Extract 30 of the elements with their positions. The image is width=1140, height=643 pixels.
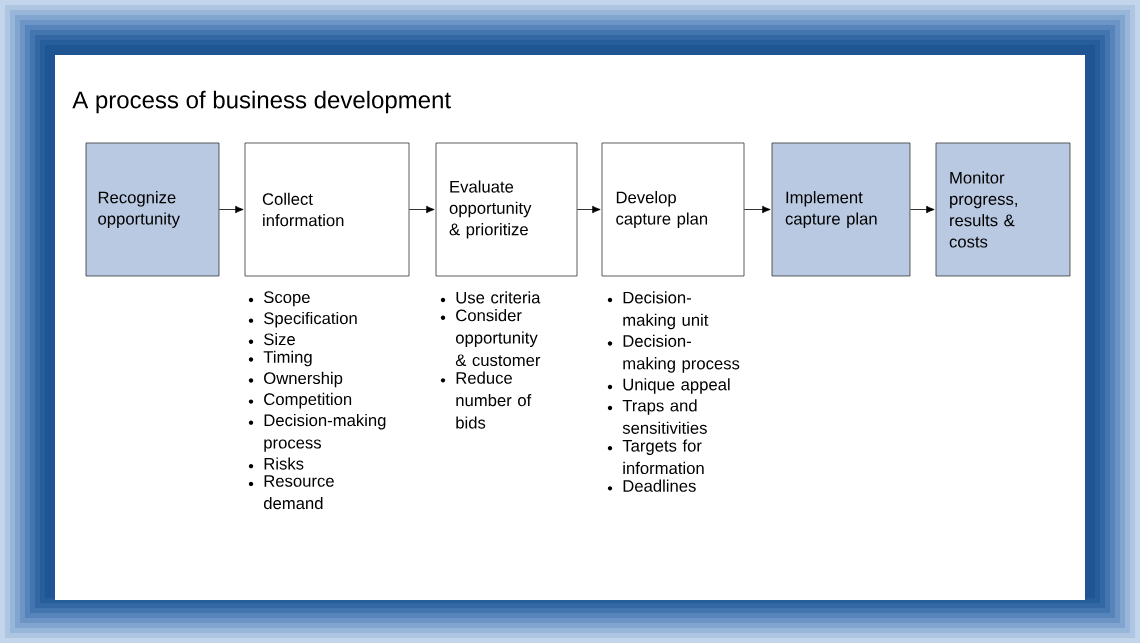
process-box: Collect information <box>244 142 410 277</box>
process-box: Monitor progress, results & costs <box>935 142 1071 277</box>
bullet-item: Reduce number of bids <box>440 371 532 429</box>
bullet-item: Scope <box>248 291 310 307</box>
process-box: Evaluate opportunity & prioritize <box>435 142 578 277</box>
bullet-item: Size <box>248 332 295 346</box>
bullet-item: Ownership <box>248 371 343 388</box>
bullet-item: Competition <box>248 392 352 409</box>
bullet-item: Consider opportunity & customer <box>440 309 541 367</box>
bullet-item: Deadlines <box>607 479 696 492</box>
bullet-item: Decision-making process <box>248 413 386 452</box>
arrow <box>910 205 935 214</box>
bullet-item: Risks <box>248 457 304 470</box>
bullet-item: Resource demand <box>248 475 334 510</box>
bullet-item: Decision-making process <box>607 334 740 373</box>
bullet-item: Targets for information <box>607 439 704 475</box>
title: A process of business development <box>72 90 451 114</box>
process-box: Develop capture plan <box>601 142 745 277</box>
arrow <box>577 205 601 214</box>
bullet-item: Decision-making unit <box>607 291 709 330</box>
bullet-item: Traps and sensitivities <box>607 399 707 434</box>
arrow <box>219 205 244 214</box>
bullet-item: Timing <box>248 350 312 367</box>
arrow <box>744 205 771 214</box>
bullet-item: Use criteria <box>440 291 541 304</box>
bullet-item: Specification <box>248 311 357 328</box>
bullet-item: Unique appeal <box>607 378 730 394</box>
process-box: Implement capture plan <box>771 142 911 277</box>
arrow <box>409 205 435 214</box>
process-box: Recognize opportunity <box>85 142 220 277</box>
